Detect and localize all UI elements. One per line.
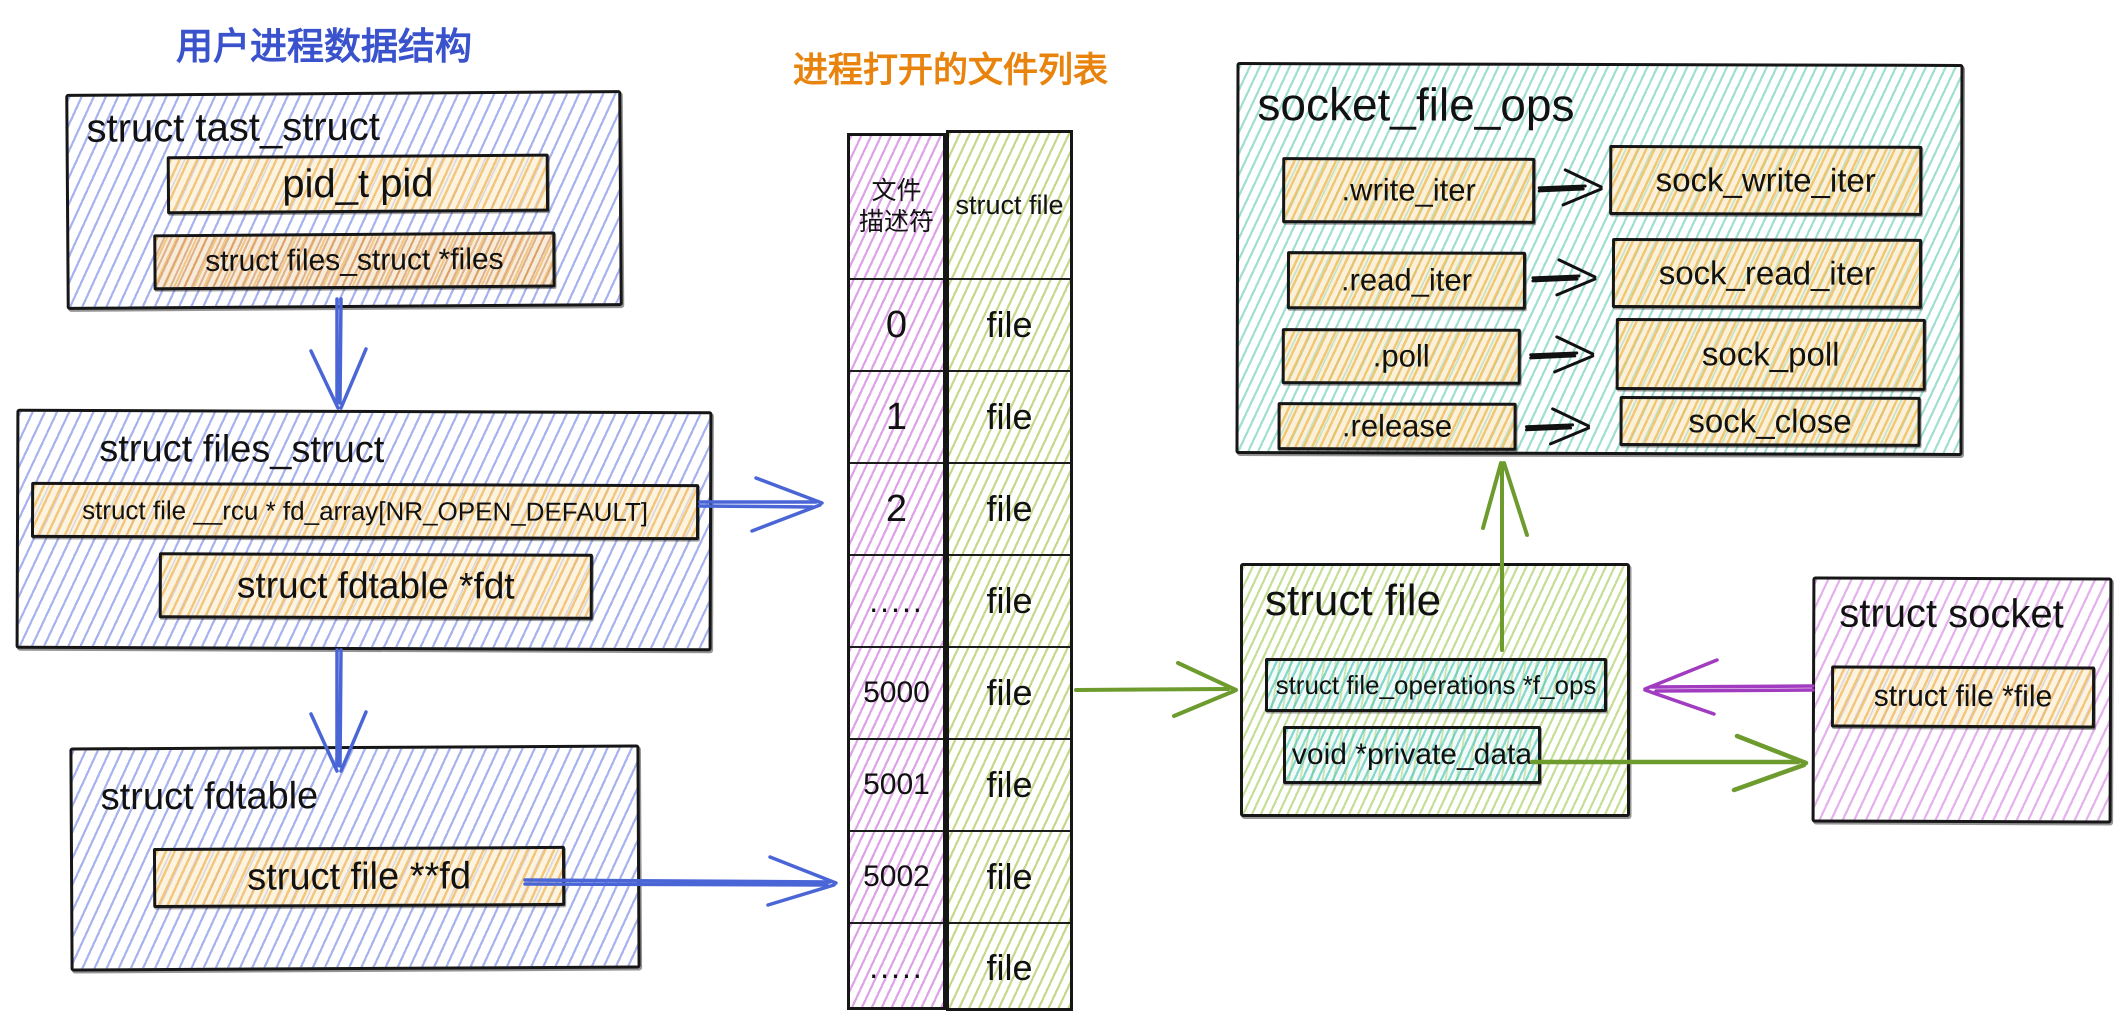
file-cell: file bbox=[949, 278, 1070, 370]
box-fdtable: struct fdtable struct file **fd bbox=[69, 744, 641, 972]
files-struct-title: struct files_struct bbox=[99, 428, 385, 472]
fd-cell: 1 bbox=[850, 370, 943, 462]
fd-header-line1: 文件 bbox=[871, 176, 922, 205]
box-socket-file-ops: socket_file_ops .write_iter sock_write_i… bbox=[1235, 62, 1964, 456]
field-f-ops: struct file_operations *f_ops bbox=[1265, 658, 1607, 712]
map-arrow-icon bbox=[1529, 335, 1595, 374]
fd-table-descriptor-column: 文件 描述符 0 1 2 ..... 5000 5001 5002 ..... bbox=[847, 133, 946, 1010]
box-files-struct: struct files_struct struct file __rcu * … bbox=[15, 408, 713, 652]
arrow-table-to-struct-file bbox=[1074, 661, 1238, 718]
task-struct-title: struct tast_struct bbox=[86, 104, 381, 151]
struct-file-title: struct file bbox=[1265, 576, 1442, 625]
fd-column-header: 文件 描述符 bbox=[850, 136, 943, 278]
arrow-fd-array-to-table bbox=[698, 476, 824, 533]
fdtable-title: struct fdtable bbox=[100, 775, 319, 819]
fd-header-line2: 描述符 bbox=[858, 208, 934, 236]
map-arrow-icon bbox=[1537, 168, 1603, 207]
title-process-open-files: 进程打开的文件列表 bbox=[793, 51, 1109, 90]
op-poll: .poll bbox=[1281, 328, 1521, 385]
file-cell: file bbox=[949, 738, 1070, 830]
map-arrow-icon bbox=[1531, 258, 1597, 297]
field-fd-array: struct file __rcu * fd_array[NR_OPEN_DEF… bbox=[30, 481, 700, 541]
file-cell: file bbox=[949, 370, 1070, 462]
arrow-socket-to-f-ops bbox=[1643, 658, 1815, 716]
field-pid: pid_t pid bbox=[166, 153, 550, 215]
fd-cell: ..... bbox=[850, 554, 943, 646]
socket-file-ops-title: socket_file_ops bbox=[1257, 78, 1575, 131]
file-cell: file bbox=[949, 462, 1070, 554]
file-column-header: struct file bbox=[955, 189, 1064, 220]
file-cell: file bbox=[949, 554, 1070, 646]
map-arrow-icon bbox=[1525, 407, 1591, 446]
fd-cell: 5002 bbox=[850, 830, 943, 922]
arrow-task-to-files-struct bbox=[309, 297, 368, 410]
fn-sock-close: sock_close bbox=[1619, 396, 1921, 447]
file-cell: file bbox=[949, 922, 1070, 1012]
box-struct-file: struct file struct file_operations *f_op… bbox=[1240, 563, 1630, 817]
op-read-iter: .read_iter bbox=[1286, 251, 1527, 310]
field-files-pointer: struct files_struct *files bbox=[153, 231, 556, 291]
fd-cell: 5001 bbox=[850, 738, 943, 830]
file-cell: file bbox=[949, 830, 1070, 922]
box-task-struct: struct tast_struct pid_t pid struct file… bbox=[65, 90, 623, 310]
title-user-process-structures: 用户进程数据结构 bbox=[176, 26, 472, 67]
fn-sock-read-iter: sock_read_iter bbox=[1611, 238, 1923, 309]
field-private-data: void *private_data bbox=[1283, 726, 1541, 784]
struct-socket-title: struct socket bbox=[1839, 591, 2064, 637]
op-write-iter: .write_iter bbox=[1282, 157, 1536, 224]
fd-cell: 2 bbox=[850, 462, 943, 554]
box-struct-socket: struct socket struct file *file bbox=[1811, 576, 2113, 824]
field-socket-file: struct file *file bbox=[1830, 665, 2096, 729]
fd-cell: 5000 bbox=[850, 646, 943, 738]
fd-cell: 0 bbox=[850, 278, 943, 370]
fd-cell: ..... bbox=[850, 922, 943, 1011]
fd-table-file-column: struct file file file file file file fil… bbox=[946, 130, 1073, 1011]
file-cell: file bbox=[949, 646, 1070, 738]
op-release: .release bbox=[1277, 402, 1517, 451]
field-fd: struct file **fd bbox=[152, 845, 566, 909]
fn-sock-write-iter: sock_write_iter bbox=[1609, 145, 1923, 216]
fn-sock-poll: sock_poll bbox=[1615, 318, 1926, 391]
field-fdt: struct fdtable *fdt bbox=[158, 552, 593, 620]
